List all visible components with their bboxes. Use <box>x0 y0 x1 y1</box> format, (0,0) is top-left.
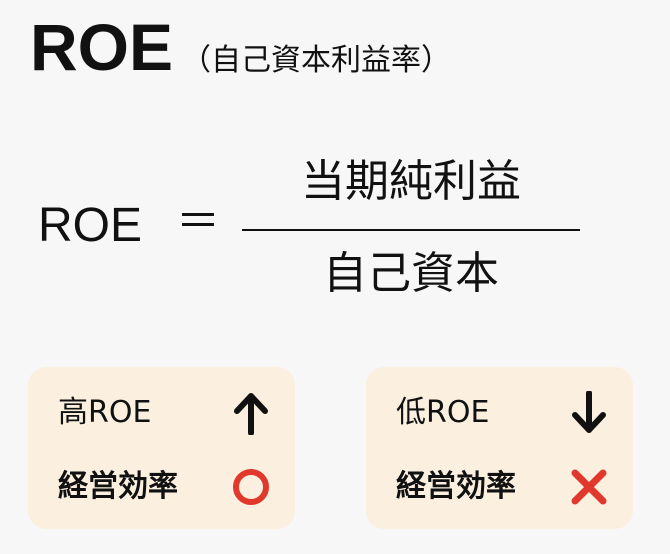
circle-mark-icon <box>229 465 273 509</box>
card-low-roe: 低ROE 経営効率 <box>366 367 633 529</box>
card-efficiency-row: 経営効率 <box>396 465 611 509</box>
card-high-roe: 高ROE 経営効率 <box>28 367 295 529</box>
card-roe-row: 低ROE <box>396 391 611 435</box>
roe-label: 低ROE <box>396 395 490 430</box>
formula-numerator: 当期純利益 <box>301 156 521 207</box>
efficiency-label: 経営効率 <box>396 469 516 504</box>
formula-equals: ＝ <box>176 196 220 247</box>
card-efficiency-row: 経営効率 <box>58 465 273 509</box>
arrow-down-icon <box>567 391 611 435</box>
title-main: ROE <box>30 10 174 84</box>
roe-formula: ROE ＝ 当期純利益 自己資本 <box>0 150 670 310</box>
card-roe-row: 高ROE <box>58 391 273 435</box>
page-title: ROE （自己資本利益率） <box>30 14 451 80</box>
formula-lhs: ROE <box>38 199 143 252</box>
efficiency-label: 経営効率 <box>58 469 178 504</box>
cross-mark-icon <box>567 465 611 509</box>
fraction-bar <box>242 229 580 231</box>
arrow-up-icon <box>229 391 273 435</box>
roe-label: 高ROE <box>58 395 152 430</box>
formula-denominator: 自己資本 <box>323 248 499 299</box>
title-subtitle: （自己資本利益率） <box>181 43 452 78</box>
